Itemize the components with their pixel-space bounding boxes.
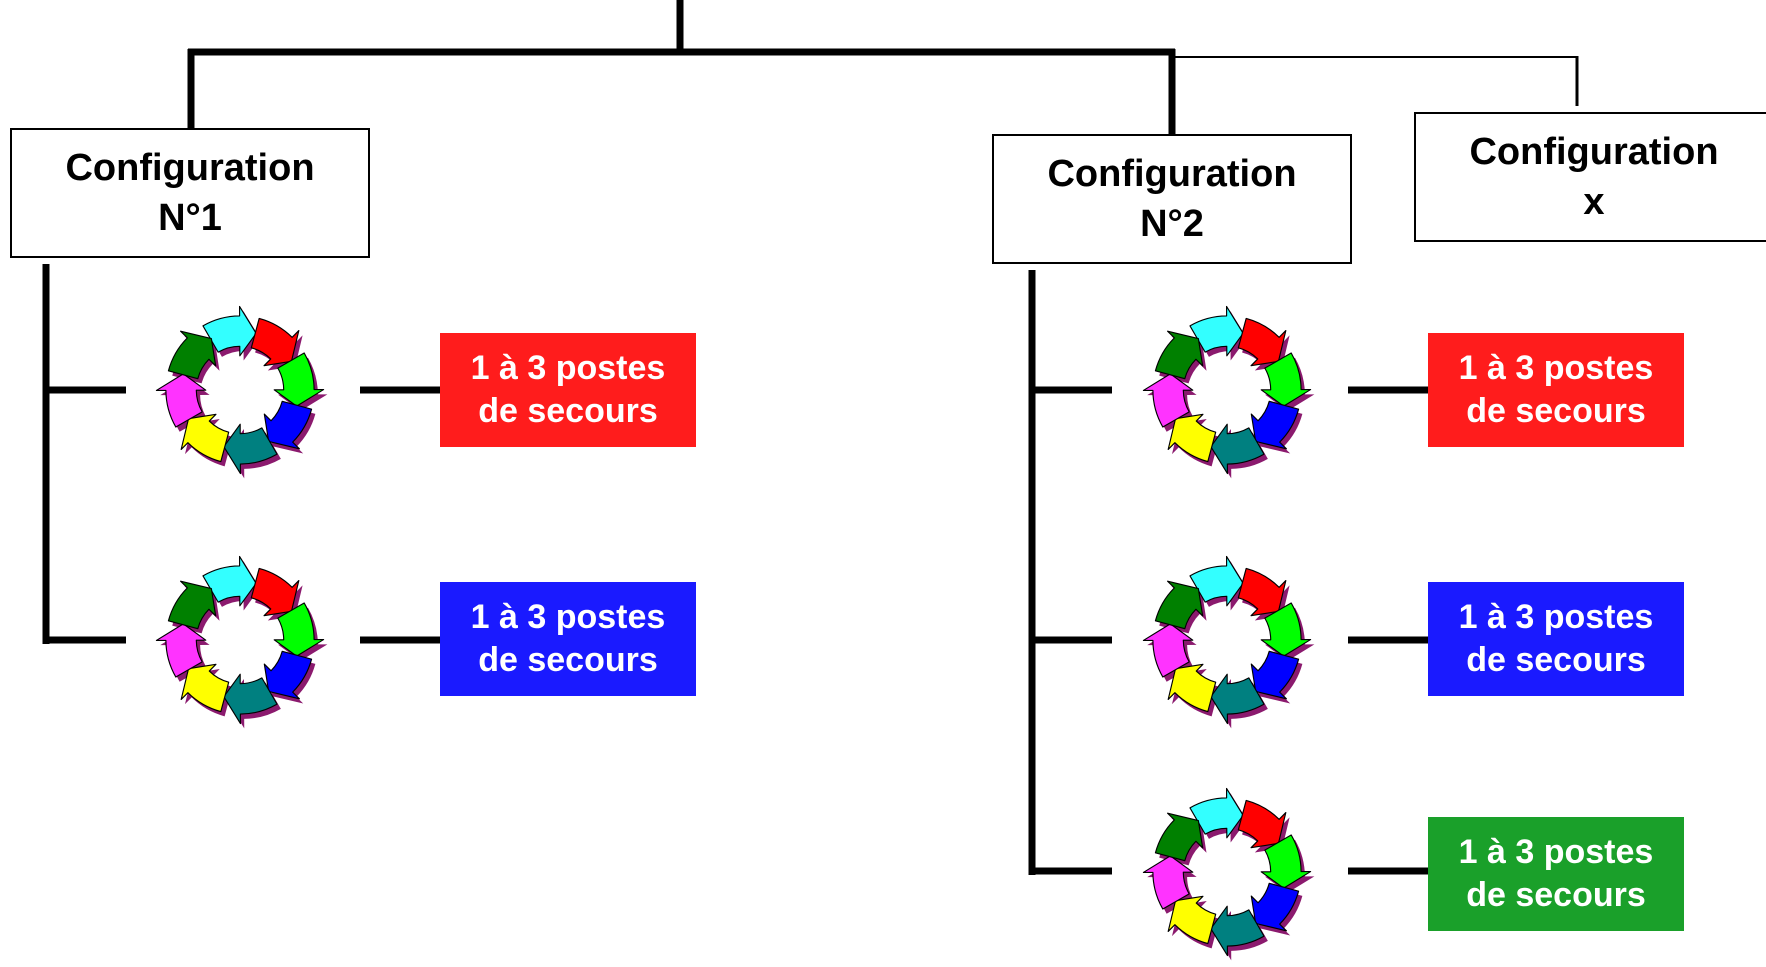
cycle-arrow-segment (1167, 663, 1217, 713)
cycle-arrow-segment (1167, 413, 1217, 463)
configuration-title: Configuration (1469, 131, 1719, 173)
configuration-number: N°2 (1140, 203, 1204, 245)
cycle-arrows-icon (155, 555, 328, 729)
site-box-line1: 1 à 3 postes (1458, 598, 1654, 636)
site-box-line2: de secours (1466, 876, 1646, 914)
cycle-arrow-segment (1250, 400, 1300, 450)
site-box-red: 1 à 3 postes de secours (1428, 333, 1684, 447)
cycle-arrows-icon (1142, 305, 1315, 479)
site-box-line1: 1 à 3 postes (470, 598, 666, 636)
cycle-arrow-segment (1237, 317, 1287, 367)
site-box-green: 1 à 3 postes de secours (1428, 817, 1684, 931)
cycle-arrow-segment (1167, 895, 1217, 945)
site-box-line2: de secours (478, 392, 658, 430)
configuration-title: Configuration (65, 147, 315, 189)
cycle-arrow-segment (263, 650, 313, 700)
site-box-blue: 1 à 3 postes de secours (1428, 582, 1684, 696)
configuration-number: x (1583, 181, 1605, 223)
cycle-arrow-segment (180, 413, 230, 463)
configuration-title: Configuration (1047, 153, 1297, 195)
cycle-arrow-segment (1250, 650, 1300, 700)
cycle-arrows-icon (1142, 555, 1315, 729)
cycle-arrows-icon (155, 305, 328, 479)
cycle-arrow-segment (1154, 580, 1204, 630)
site-box-red: 1 à 3 postes de secours (440, 333, 696, 447)
cycle-arrow-segment (263, 400, 313, 450)
site-box-line2: de secours (1466, 392, 1646, 430)
cycle-arrow-segment (1250, 882, 1300, 932)
site-box-line2: de secours (478, 641, 658, 679)
cycle-arrow-segment (180, 663, 230, 713)
configuration-box-2: Configuration N°2 (992, 134, 1352, 264)
cycle-arrow-segment (250, 317, 300, 367)
configuration-number: N°1 (158, 197, 222, 239)
configuration-box-1: Configuration N°1 (10, 128, 370, 258)
cycle-arrow-segment (1237, 567, 1287, 617)
cycle-arrow-segment (167, 580, 217, 630)
cycle-arrow-segment (1154, 812, 1204, 862)
site-box-line1: 1 à 3 postes (470, 349, 666, 387)
site-box-line1: 1 à 3 postes (1458, 349, 1654, 387)
cycle-arrow-segment (250, 567, 300, 617)
cycle-arrow-segment (167, 330, 217, 380)
cycle-arrow-segment (1154, 330, 1204, 380)
site-box-blue: 1 à 3 postes de secours (440, 582, 696, 696)
site-box-line1: 1 à 3 postes (1458, 833, 1654, 871)
configuration-box-x: Configuration x (1414, 112, 1766, 242)
site-box-line2: de secours (1466, 641, 1646, 679)
cycle-arrows-icon (1142, 787, 1315, 961)
cycle-arrow-segment (1237, 799, 1287, 849)
